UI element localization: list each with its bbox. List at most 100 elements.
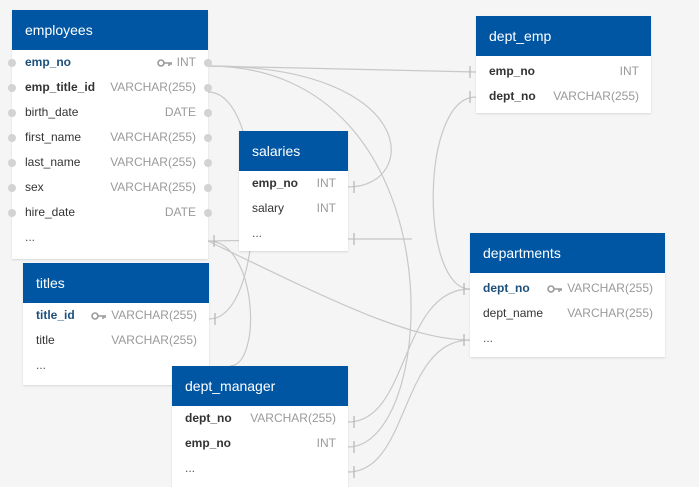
field-name: title <box>36 333 55 347</box>
field-row-emp-no[interactable]: emp_no INT <box>239 171 348 196</box>
field-type: INT <box>316 201 336 215</box>
more-fields-row[interactable]: ... <box>470 326 665 351</box>
field-row-emp-title-id[interactable]: emp_title_id VARCHAR(255) <box>8 75 212 100</box>
field-row-birth-date[interactable]: birth_date DATE <box>8 100 212 125</box>
table-header[interactable]: departments <box>470 233 665 273</box>
rel-employees-departments-more <box>207 240 471 341</box>
field-name: emp_no <box>489 64 536 78</box>
connector-dot-icon[interactable] <box>204 209 212 217</box>
table-departments[interactable]: departments dept_no VARCHAR(255) dept_na… <box>470 233 665 357</box>
field-type: VARCHAR(255) <box>567 306 653 320</box>
field-name: dept_no <box>489 89 536 103</box>
connector-dot-icon[interactable] <box>204 109 212 117</box>
field-row-dept-no[interactable]: dept_no VARCHAR(255) <box>172 406 348 431</box>
field-row-emp-no[interactable]: emp_no INT <box>8 50 212 75</box>
connector-dot-icon[interactable] <box>204 159 212 167</box>
field-row-dept-no[interactable]: dept_no VARCHAR(255) <box>476 84 651 109</box>
connector-dot-icon[interactable] <box>8 184 16 192</box>
table-header[interactable]: titles <box>23 263 209 303</box>
key-icon <box>547 285 563 293</box>
field-row-title-id[interactable]: title_id VARCHAR(255) <box>23 303 209 328</box>
more-fields: ... <box>252 226 263 240</box>
field-type: DATE <box>164 105 196 119</box>
table-employees[interactable]: employees emp_no INT emp_title_id VARCHA… <box>8 10 212 259</box>
rel-employees-dept-manager-more <box>207 240 252 367</box>
table-header[interactable]: dept_manager <box>172 366 348 406</box>
field-type: VARCHAR(255) <box>111 308 197 322</box>
field-type: INT <box>619 64 639 78</box>
field-type: VARCHAR(255) <box>111 333 197 347</box>
table-titles[interactable]: titles title_id VARCHAR(255) title VARCH… <box>23 263 209 385</box>
field-type-wrap: VARCHAR(255) <box>547 276 653 301</box>
field-type: VARCHAR(255) <box>567 281 653 295</box>
table-header[interactable]: employees <box>12 10 208 50</box>
field-type: VARCHAR(255) <box>110 155 196 169</box>
table-header[interactable]: salaries <box>239 131 348 171</box>
field-name: birth_date <box>25 105 79 119</box>
table-salaries[interactable]: salaries emp_no INT salary INT ... <box>239 131 348 251</box>
connector-dot-icon[interactable] <box>204 184 212 192</box>
table-header[interactable]: dept_emp <box>476 16 651 56</box>
field-name: dept_no <box>185 411 232 425</box>
field-row-emp-no[interactable]: emp_no INT <box>476 59 651 84</box>
rel-departments-dept-manager <box>347 288 471 423</box>
rel-employees-dept-emp <box>207 65 477 73</box>
field-name: last_name <box>25 155 81 169</box>
more-fields: ... <box>25 230 36 244</box>
field-type: DATE <box>164 205 196 219</box>
field-row-hire-date[interactable]: hire_date DATE <box>8 200 212 225</box>
field-name: title_id <box>36 308 75 322</box>
key-icon <box>156 59 172 67</box>
connector-dot-icon[interactable] <box>8 209 16 217</box>
rel-dept-emp-departments <box>432 96 477 290</box>
field-type: VARCHAR(255) <box>250 411 336 425</box>
field-row-dept-no[interactable]: dept_no VARCHAR(255) <box>470 276 665 301</box>
connector-dot-icon[interactable] <box>8 159 16 167</box>
field-type: INT <box>176 55 196 69</box>
field-row-dept-name[interactable]: dept_name VARCHAR(255) <box>470 301 665 326</box>
key-icon <box>91 312 107 320</box>
field-row-last-name[interactable]: last_name VARCHAR(255) <box>8 150 212 175</box>
field-row-title[interactable]: title VARCHAR(255) <box>23 328 209 353</box>
field-type: VARCHAR(255) <box>110 130 196 144</box>
field-name: hire_date <box>25 205 76 219</box>
field-name: sex <box>25 180 44 194</box>
connector-dot-icon[interactable] <box>8 109 16 117</box>
rel-departments-dept-manager-more <box>347 339 471 473</box>
table-dept-manager[interactable]: dept_manager dept_no VARCHAR(255) emp_no… <box>172 366 348 487</box>
field-row-sex[interactable]: sex VARCHAR(255) <box>8 175 212 200</box>
field-type-wrap: VARCHAR(255) <box>91 303 197 328</box>
more-fields: ... <box>483 331 494 345</box>
field-row-first-name[interactable]: first_name VARCHAR(255) <box>8 125 212 150</box>
field-type-wrap: INT <box>156 50 196 75</box>
field-name: emp_title_id <box>25 80 96 94</box>
field-name: emp_no <box>185 436 232 450</box>
field-name: emp_no <box>25 55 72 69</box>
connector-dot-icon[interactable] <box>8 84 16 92</box>
more-fields-row[interactable]: ... <box>23 353 209 378</box>
field-row-salary[interactable]: salary INT <box>239 196 348 221</box>
field-type: VARCHAR(255) <box>553 89 639 103</box>
field-name: dept_name <box>483 306 544 320</box>
field-name: first_name <box>25 130 82 144</box>
more-fields-row[interactable]: ... <box>12 225 208 250</box>
connector-dot-icon[interactable] <box>204 59 212 67</box>
field-name: emp_no <box>252 176 299 190</box>
connector-dot-icon[interactable] <box>8 134 16 142</box>
connector-dot-icon[interactable] <box>8 59 16 67</box>
rel-employees-salaries <box>207 65 392 188</box>
more-fields: ... <box>36 358 47 372</box>
connector-dot-icon[interactable] <box>204 134 212 142</box>
more-fields-row[interactable]: ... <box>239 221 348 246</box>
connector-dot-icon[interactable] <box>204 84 212 92</box>
rel-employees-dept-manager <box>207 65 412 448</box>
table-dept-emp[interactable]: dept_emp emp_no INT dept_no VARCHAR(255) <box>476 16 651 113</box>
field-name: salary <box>252 201 285 215</box>
field-type: VARCHAR(255) <box>110 180 196 194</box>
field-type: VARCHAR(255) <box>110 80 196 94</box>
field-row-emp-no[interactable]: emp_no INT <box>172 431 348 456</box>
field-type: INT <box>316 176 336 190</box>
more-fields-row[interactable]: ... <box>172 456 348 481</box>
field-type: INT <box>316 436 336 450</box>
